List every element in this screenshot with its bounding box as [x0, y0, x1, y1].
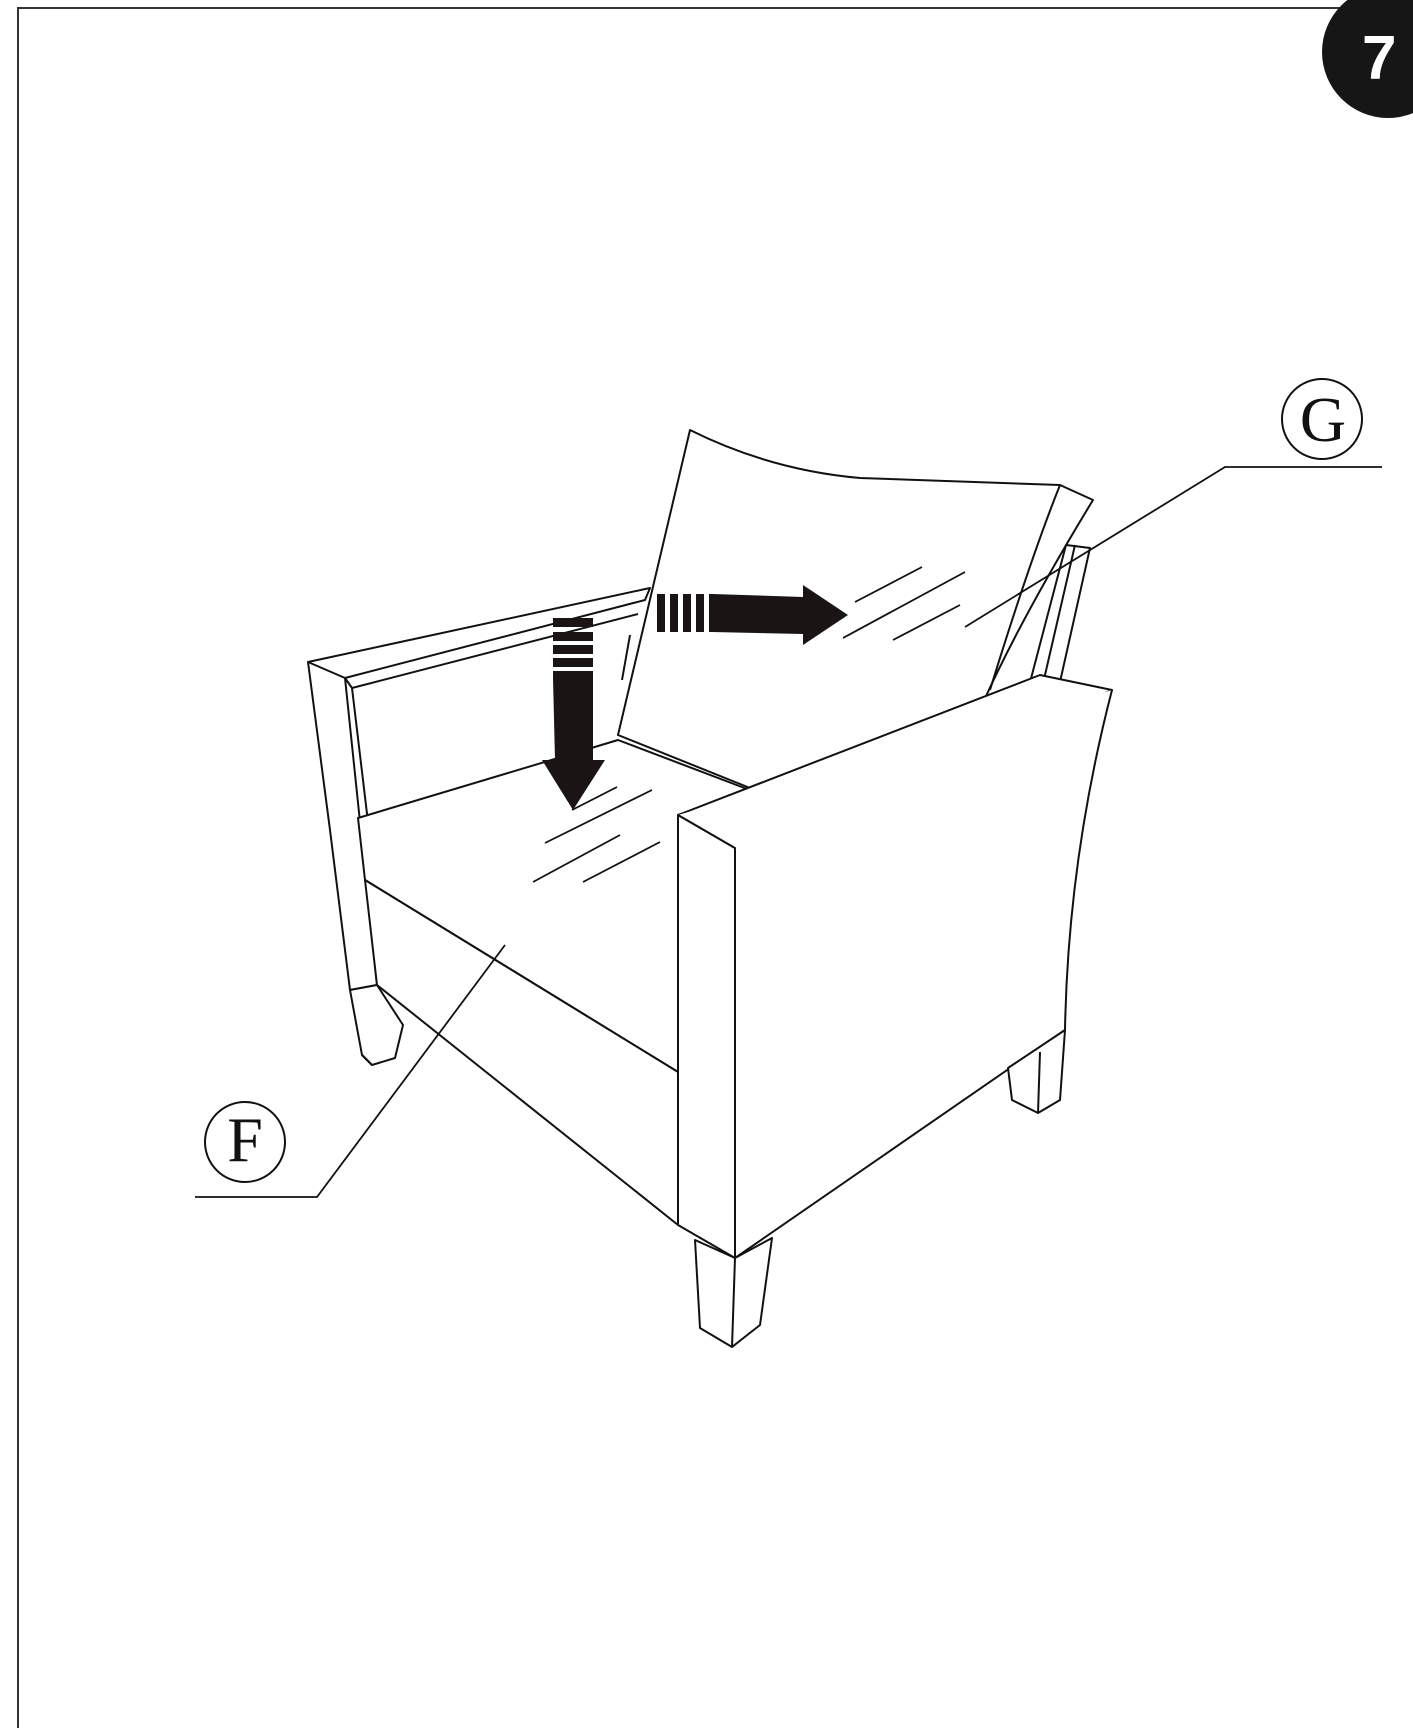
leader-g — [964, 466, 1382, 628]
page-border — [17, 7, 1413, 1728]
striped-right-arrow-icon — [657, 585, 848, 645]
callout-f-label: F — [227, 1104, 263, 1175]
step-badge — [1322, 0, 1413, 118]
step-number: 7 — [1362, 24, 1397, 93]
callout-leaders — [195, 466, 1382, 1198]
callout-f-circle — [204, 1101, 286, 1183]
striped-down-arrow-icon — [542, 618, 605, 810]
leader-f — [195, 944, 506, 1198]
callout-g-circle — [1281, 378, 1363, 460]
surface-marks — [532, 566, 966, 883]
armchair — [307, 429, 1113, 1348]
leg-back-right — [1007, 1029, 1066, 1114]
callout-g-label: G — [1299, 384, 1347, 455]
